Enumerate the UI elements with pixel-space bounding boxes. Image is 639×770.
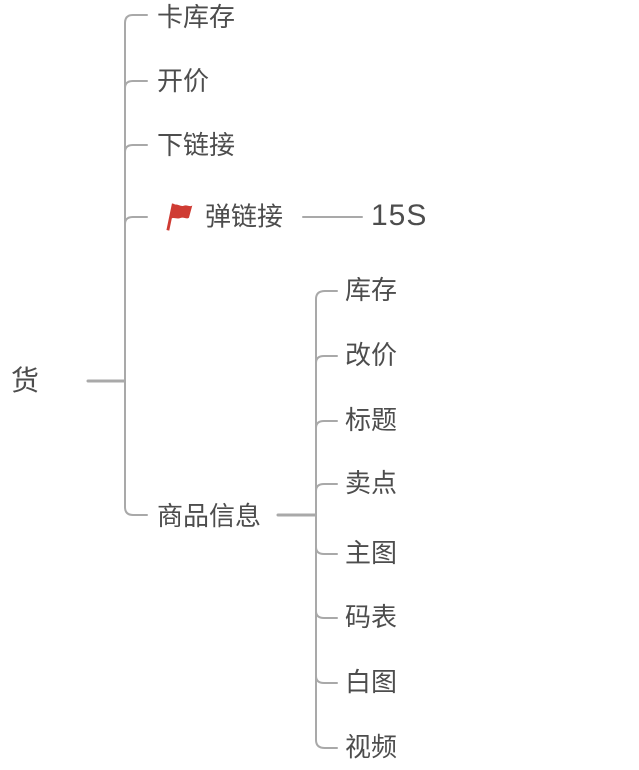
node-main-image[interactable]: 主图: [345, 538, 398, 569]
node-inventory-label: 库存: [345, 275, 398, 306]
branch-tick: [315, 483, 338, 492]
node-inventory[interactable]: 库存: [345, 275, 398, 306]
node-white-image[interactable]: 白图: [345, 667, 398, 698]
node-selling-point[interactable]: 卖点: [345, 468, 398, 499]
node-white-image-label: 白图: [345, 667, 398, 698]
branch-tick: [315, 675, 338, 684]
node-size-chart-label: 码表: [345, 602, 398, 633]
node-video-label: 视频: [345, 732, 398, 763]
main-trunk: [124, 14, 148, 516]
node-15s[interactable]: 15S: [371, 199, 427, 234]
red-flag-icon: [164, 202, 194, 233]
branch-tick: [124, 144, 148, 153]
node-15s-label: 15S: [371, 198, 428, 232]
node-title-label: 标题: [345, 405, 398, 436]
node-goods[interactable]: 货: [11, 365, 39, 397]
node-change-price[interactable]: 改价: [345, 340, 398, 371]
branch-tick: [315, 546, 338, 555]
child-trunk: [315, 290, 338, 749]
node-selling-point-label: 卖点: [345, 468, 398, 499]
branch-tick: [315, 355, 338, 364]
node-lock-inventory-label: 卡库存: [157, 2, 236, 33]
node-video[interactable]: 视频: [345, 732, 398, 763]
node-pop-link[interactable]: 弹链接: [164, 201, 284, 233]
node-title[interactable]: 标题: [345, 405, 398, 436]
node-set-price[interactable]: 开价: [157, 66, 210, 97]
node-change-price-label: 改价: [345, 340, 398, 371]
node-pop-link-label: 弹链接: [205, 201, 284, 232]
branch-tick: [315, 420, 338, 429]
node-post-link-label: 下链接: [157, 130, 236, 161]
node-post-link[interactable]: 下链接: [157, 130, 236, 161]
node-set-price-label: 开价: [157, 66, 210, 97]
branch-tick: [124, 216, 148, 225]
node-goods-label: 货: [11, 364, 40, 396]
node-size-chart[interactable]: 码表: [345, 602, 398, 633]
node-product-info-label: 商品信息: [157, 501, 262, 532]
branch-tick: [124, 80, 148, 89]
node-lock-inventory[interactable]: 卡库存: [157, 2, 236, 33]
node-main-image-label: 主图: [345, 538, 398, 569]
node-product-info[interactable]: 商品信息: [157, 501, 262, 532]
branch-tick: [315, 610, 338, 619]
